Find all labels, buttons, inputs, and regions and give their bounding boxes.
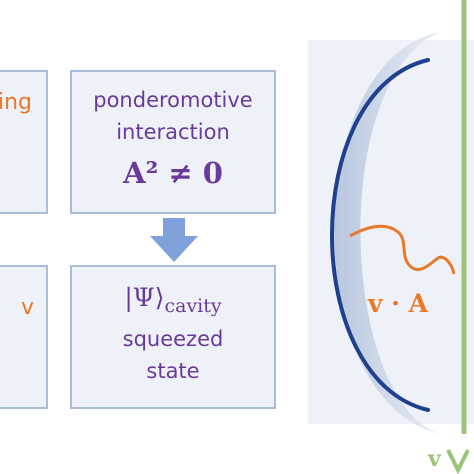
cavity-panel: v · A v — [308, 0, 474, 474]
ponderomotive-line1: ponderomotive — [93, 88, 253, 112]
photon-wave — [349, 224, 456, 275]
cavity-ket: |Ψ⟩cavity — [72, 283, 274, 317]
left-bottom-box: v — [0, 265, 48, 409]
coupling-label: v · A — [367, 289, 429, 318]
cavity-ket-subscript: cavity — [164, 295, 222, 317]
left-bottom-box-text: v — [20, 295, 34, 320]
ponderomotive-line2: interaction — [116, 120, 230, 144]
ponderomotive-box: ponderomotive interaction A² ≠ 0 — [70, 70, 276, 214]
cavity-mirror — [330, 58, 430, 412]
mirror-shade — [334, 32, 440, 434]
left-top-box: ing — [0, 70, 48, 214]
ponderomotive-equation: A² ≠ 0 — [123, 156, 223, 190]
bottom-fragment: v — [427, 446, 442, 472]
squeezed-state-box: |Ψ⟩cavity squeezed state — [70, 265, 276, 409]
left-top-box-text: ing — [0, 90, 32, 115]
squeezed-state-line1: squeezed — [122, 327, 224, 351]
cavity-ket-symbol: |Ψ⟩ — [124, 283, 165, 312]
down-arrow-icon — [150, 218, 198, 262]
bottom-arrow-fragment-icon — [446, 449, 470, 474]
squeezed-state-line2: state — [146, 359, 200, 383]
